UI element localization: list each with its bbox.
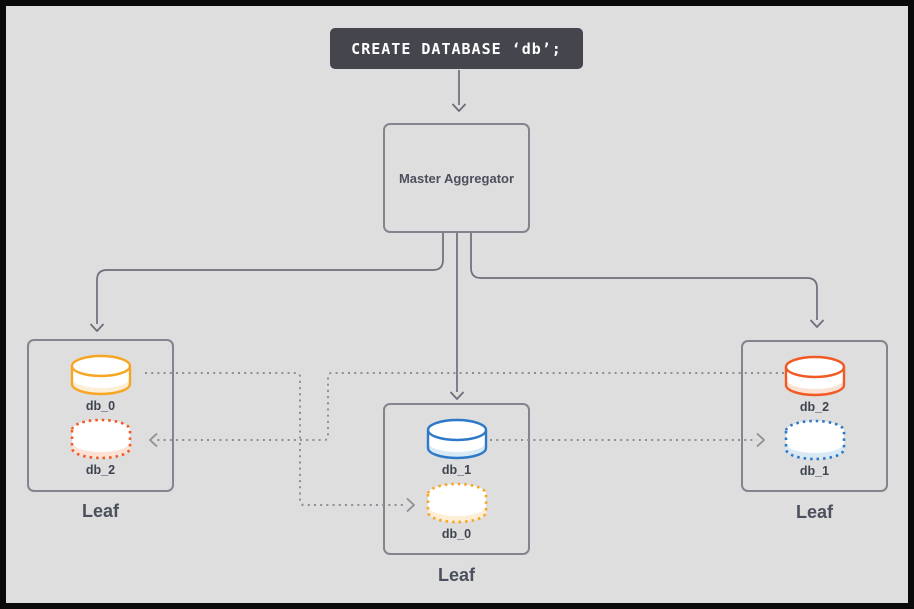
arrowhead-master-to-middle-leaf [449, 391, 465, 400]
database-cylinder-icon [70, 354, 131, 396]
db-replica-middle: db_0 [424, 481, 490, 541]
leaf-title-left: Leaf [81, 501, 119, 521]
master-aggregator-label: Master Aggregator [398, 170, 515, 186]
master-aggregator-box: Master Aggregator [383, 123, 530, 233]
arrowhead-master-to-right-leaf [809, 319, 825, 328]
db-primary-middle: db_1 [424, 417, 490, 477]
db-primary-left: db_0 [68, 353, 134, 413]
sql-command-box: CREATE DATABASE ‘db’; [330, 28, 583, 69]
arrowhead-master-to-left-leaf [89, 323, 105, 332]
db-label: db_2 [799, 400, 830, 414]
arrow-master-to-right-leaf [470, 233, 818, 320]
db-label: db_2 [85, 463, 116, 477]
leaf-box-left: db_0 db_2 [27, 339, 174, 492]
db-label: db_0 [85, 399, 116, 413]
arrowhead-create-to-master [451, 103, 467, 112]
replication-db0-line [145, 372, 407, 506]
db-label: db_0 [441, 527, 472, 541]
database-cylinder-replica-icon [426, 482, 487, 524]
db-replica-left: db_2 [68, 417, 134, 477]
database-cylinder-icon [426, 418, 487, 460]
arrow-master-to-left-leaf [96, 233, 444, 324]
database-cylinder-icon [784, 355, 845, 397]
database-cylinder-replica-icon [70, 418, 131, 460]
leaf-box-right: db_2 db_1 [741, 340, 888, 492]
leaf-title-middle: Leaf [437, 565, 475, 585]
db-primary-right: db_2 [782, 354, 848, 414]
db-label: db_1 [441, 463, 472, 477]
db-label: db_1 [799, 464, 830, 478]
leaf-box-middle: db_1 db_0 [383, 403, 530, 555]
db-replica-right: db_1 [782, 418, 848, 478]
database-cylinder-replica-icon [784, 419, 845, 461]
leaf-title-right: Leaf [795, 502, 833, 522]
sql-command-text: CREATE DATABASE ‘db’; [351, 39, 562, 58]
